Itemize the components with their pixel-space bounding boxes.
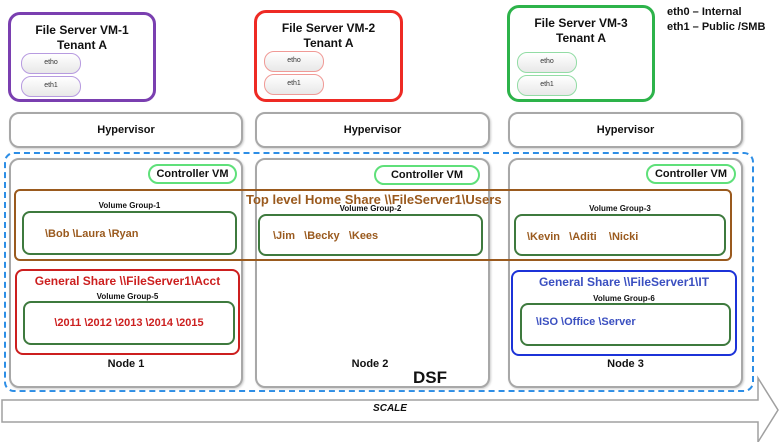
- volume-group-6[interactable]: [520, 303, 731, 346]
- vm-2-title: File Server VM-2 Tenant A: [257, 21, 400, 51]
- volume-group-2[interactable]: [258, 214, 483, 256]
- scale-arrow: [1, 375, 779, 442]
- node-1-label: Node 1: [107, 358, 145, 370]
- hypervisor-2: Hypervisor: [255, 112, 490, 148]
- vm-1-title: File Server VM-1 Tenant A: [11, 23, 153, 53]
- legend-eth1: eth1 – Public /SMB: [667, 21, 766, 33]
- volume-group-2-folders: \Jim \Becky \Kees: [273, 230, 379, 242]
- nic-legend: eth0 – Internal eth1 – Public /SMB: [667, 5, 765, 35]
- node-3-label: Node 3: [607, 358, 644, 370]
- node-2-label: Node 2: [351, 358, 389, 370]
- vm-2-nic-eth0[interactable]: etho: [264, 51, 324, 72]
- file-server-vm-2[interactable]: File Server VM-2 Tenant A etho eth1: [254, 10, 403, 102]
- volume-group-1[interactable]: [22, 211, 237, 255]
- vm-1-nic-eth0[interactable]: etho: [21, 53, 81, 74]
- it-share-label: General Share \\FileServer1\IT: [538, 275, 710, 289]
- vm-3-title: File Server VM-3 Tenant A: [510, 16, 652, 46]
- node-1[interactable]: [9, 158, 243, 388]
- acct-share-boundary[interactable]: [15, 269, 240, 355]
- scale-label: SCALE: [373, 403, 407, 414]
- dsf-label: DSF: [413, 368, 447, 387]
- vm-3-nic-eth0[interactable]: etho: [517, 52, 577, 73]
- vm-2-nic-eth1[interactable]: eth1: [264, 74, 324, 95]
- legend-eth0: eth0 – Internal: [667, 6, 742, 18]
- scale-arrow-shape: [1, 375, 779, 442]
- volume-group-3-label: Volume Group-3: [589, 204, 651, 213]
- volume-group-2-label: Volume Group-2: [339, 204, 402, 213]
- volume-group-5[interactable]: [23, 301, 235, 345]
- volume-group-1-folders: \Bob \Laura \Ryan: [45, 228, 139, 240]
- volume-group-5-folders: \2011 \2012 \2013 \2014 \2015: [54, 317, 204, 329]
- vm-2-tenant: Tenant A: [303, 36, 354, 50]
- file-server-vm-3[interactable]: File Server VM-3 Tenant A etho eth1: [507, 5, 655, 102]
- controller-vm-3[interactable]: Controller VM: [646, 164, 736, 184]
- acct-share-label: General Share \\FileServer1\Acct: [34, 274, 221, 288]
- controller-vm-1[interactable]: Controller VM: [148, 164, 237, 184]
- vm-1-nic-eth1[interactable]: eth1: [21, 76, 81, 97]
- volume-group-6-label: Volume Group-6: [593, 294, 655, 303]
- hypervisor-1: Hypervisor: [9, 112, 243, 148]
- hypervisor-3: Hypervisor: [508, 112, 743, 148]
- vm-3-nic-eth1[interactable]: eth1: [517, 75, 577, 96]
- controller-vm-2[interactable]: Controller VM: [374, 165, 480, 185]
- vm-3-name: File Server VM-3: [534, 16, 628, 30]
- node-3[interactable]: [508, 158, 743, 388]
- node-2[interactable]: [255, 158, 490, 388]
- vm-1-tenant: Tenant A: [57, 38, 107, 52]
- volume-group-1-label: Volume Group-1: [98, 201, 161, 210]
- volume-group-3-folders: \Kevin \Aditi \Nicki: [527, 231, 639, 243]
- file-server-vm-1[interactable]: File Server VM-1 Tenant A etho eth1: [8, 12, 156, 102]
- it-share-boundary[interactable]: [511, 270, 737, 356]
- volume-group-5-label: Volume Group-5: [96, 292, 159, 301]
- dsf-boundary: [4, 152, 754, 392]
- vm-1-name: File Server VM-1: [35, 23, 129, 37]
- vm-3-tenant: Tenant A: [556, 31, 606, 45]
- home-share-boundary[interactable]: [14, 189, 732, 261]
- volume-group-3[interactable]: [514, 214, 726, 256]
- home-share-label: Top level Home Share \\FileServer1\Users: [246, 192, 502, 207]
- vm-2-name: File Server VM-2: [281, 21, 376, 35]
- volume-group-6-folders: \ISO \Office \Server: [536, 316, 636, 328]
